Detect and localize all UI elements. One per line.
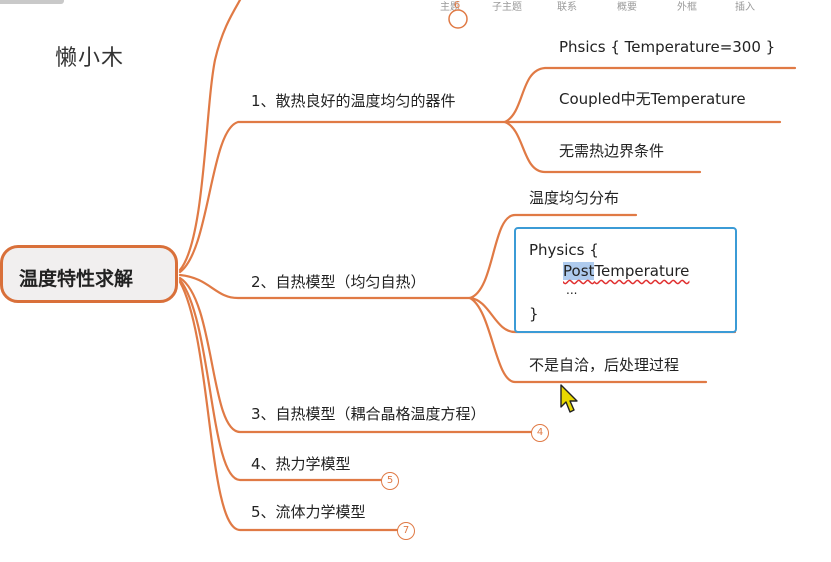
code-line-close-brace: } bbox=[529, 305, 539, 323]
code-line-ellipsis: ... bbox=[566, 283, 578, 297]
watermark-text: 懒小木 bbox=[55, 46, 125, 71]
branch-2-child-postprocess[interactable]: 不是自洽，后处理过程 bbox=[529, 356, 680, 374]
branch-1-label[interactable]: 1、散热良好的温度均匀的器件 bbox=[251, 92, 456, 110]
arrow-cursor-icon bbox=[560, 384, 578, 413]
toolbar-topic[interactable]: 主题 bbox=[440, 2, 460, 13]
branch-1-child-physics[interactable]: Phsics { Temperature=300 } bbox=[559, 38, 776, 56]
branch-4-label[interactable]: 4、热力学模型 bbox=[251, 455, 351, 473]
branch-2-label[interactable]: 2、自热模型（均匀自热） bbox=[251, 273, 426, 291]
branch-5-label[interactable]: 5、流体力学模型 bbox=[251, 503, 366, 521]
code-line-physics: Physics { bbox=[529, 241, 599, 259]
root-topic[interactable]: 温度特性求解 bbox=[0, 245, 178, 303]
branch-3-label[interactable]: 3、自热模型（耦合晶格温度方程） bbox=[251, 405, 486, 423]
code-line-posttemperature: PostTemperature bbox=[563, 262, 689, 280]
branch-1-child-coupled[interactable]: Coupled中无Temperature bbox=[559, 90, 746, 108]
collapse-badge-branch-5[interactable]: 7 bbox=[397, 522, 415, 540]
toolbar-insert[interactable]: 插入 bbox=[735, 2, 755, 13]
toolbar-subtopic[interactable]: 子主题 bbox=[492, 2, 522, 13]
toolbar-summary[interactable]: 概要 bbox=[617, 2, 637, 13]
branch-1-child-boundary[interactable]: 无需热边界条件 bbox=[559, 142, 665, 160]
collapse-badge-branch-3[interactable]: 4 bbox=[531, 424, 549, 442]
branch-2-child-uniform[interactable]: 温度均匀分布 bbox=[529, 189, 620, 207]
code-topic-editor[interactable]: Physics { PostTemperature ... } bbox=[514, 227, 737, 333]
toolbar-boundary[interactable]: 外框 bbox=[677, 2, 697, 13]
toolbar-tab-chip[interactable] bbox=[0, 0, 64, 4]
code-word-temperature: Temperature bbox=[594, 262, 690, 280]
selected-text[interactable]: Post bbox=[563, 262, 595, 280]
collapse-badge-branch-4[interactable]: 5 bbox=[381, 472, 399, 490]
collapse-badge-top[interactable]: 6 bbox=[453, 0, 461, 11]
root-topic-label: 温度特性求解 bbox=[19, 268, 134, 290]
toolbar-relationship[interactable]: 联系 bbox=[557, 2, 577, 13]
top-toolbar: 主题 子主题 联系 概要 外框 插入 bbox=[0, 0, 831, 14]
